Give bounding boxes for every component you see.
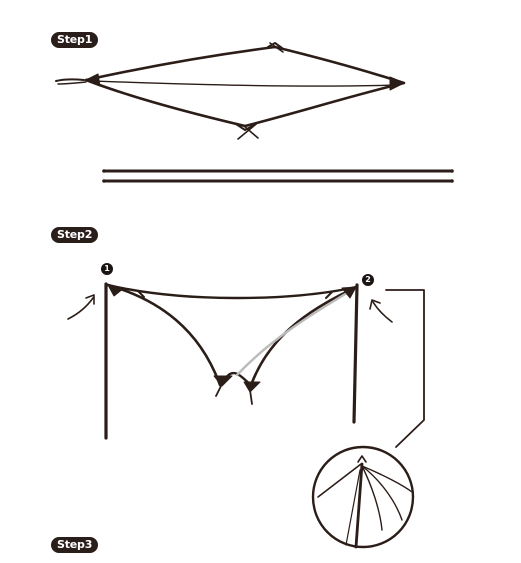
- tarp-bottom-cord-a: [237, 124, 256, 140]
- tarp-right-edge: [248, 285, 358, 390]
- tarp-top-cord: [269, 42, 284, 53]
- tarp-left-edge: [106, 283, 222, 387]
- pole-top-end-left: [102, 169, 106, 173]
- pole-marker-1: 1: [101, 263, 113, 275]
- detail-cord-lower: [345, 469, 361, 546]
- tarp-ridge: [106, 283, 358, 300]
- pole-bottom-end-right: [450, 179, 454, 183]
- lift-arrows: [67, 294, 393, 323]
- tarp-top-tab-right: [325, 291, 333, 299]
- right-pole: [352, 283, 359, 424]
- step3-badge: Step3: [51, 537, 99, 553]
- tarp-fold-line: [91, 80, 399, 87]
- low-corner-left-cord: [215, 383, 223, 397]
- low-corner-left: [213, 375, 233, 387]
- step1-badge: Step1: [51, 32, 99, 48]
- tarp-step2-corner-left: [107, 284, 125, 297]
- callout-connector: [385, 289, 425, 448]
- lift-arrow-left: [67, 297, 94, 320]
- pole-top-end-right: [450, 169, 454, 173]
- tarp-left-rope: [55, 78, 85, 82]
- tarp-bottom-cord-b: [243, 125, 259, 139]
- low-corner-right-cord: [249, 389, 253, 405]
- step2-badge: Step2: [51, 227, 99, 243]
- tarp-top-tab-left: [137, 290, 145, 298]
- tarp-hidden-edge: [235, 288, 354, 377]
- detail-pole: [354, 462, 364, 549]
- tarp-corner-top: [267, 42, 283, 49]
- tarp-corner-right: [389, 76, 405, 91]
- pole-bottom-end-left: [102, 179, 106, 183]
- tarp-left-rope-tail: [57, 81, 87, 85]
- detail-tarp-edge-a: [361, 465, 403, 521]
- folded-tarp-illustration: [55, 42, 406, 140]
- low-corner-right: [243, 381, 261, 393]
- detail-zoom-circle: [311, 445, 415, 549]
- detail-tarp-edge-b: [361, 465, 383, 531]
- lift-arrow-right: [372, 301, 393, 323]
- tarp-step2-corner-right: [341, 286, 357, 299]
- pole-marker-2: 2: [362, 274, 374, 286]
- lift-arrow-left-head: [85, 294, 95, 305]
- tarp-corner-left: [85, 73, 101, 87]
- detail-circle-outline: [311, 445, 415, 549]
- detail-tip: [357, 455, 367, 463]
- detail-guy-line-left: [317, 463, 362, 498]
- lift-arrow-right-head: [369, 299, 381, 310]
- tarp-corner-bottom: [235, 123, 257, 131]
- poles-illustration: [102, 169, 454, 183]
- detail-tarp-edge-c: [361, 465, 413, 493]
- pitched-tarp-illustration: [104, 282, 359, 440]
